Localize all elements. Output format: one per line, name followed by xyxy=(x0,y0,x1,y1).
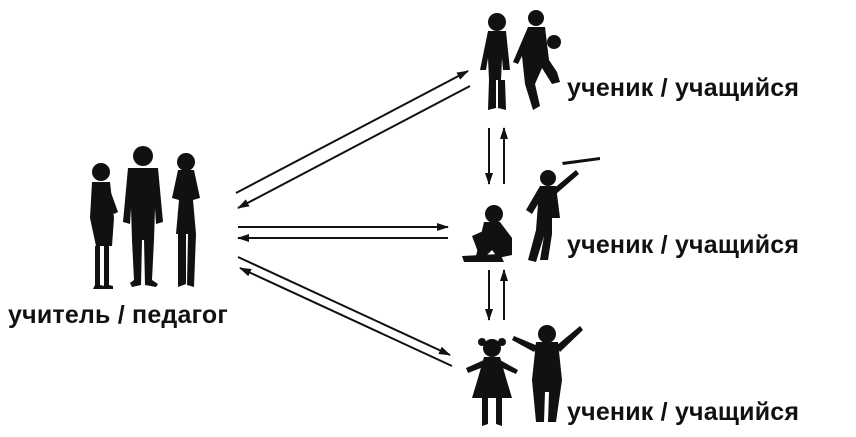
arrow-student1-student2 xyxy=(485,127,508,185)
kids-playing-football-silhouette-icon xyxy=(480,10,561,110)
teacher-group-silhouette-icon xyxy=(90,146,200,289)
teacher-label: учитель / педагог xyxy=(8,301,228,329)
arrow-student2-student3 xyxy=(485,269,508,321)
student-label-1: ученик / учащийся xyxy=(567,74,800,102)
student-label-3: ученик / учащийся xyxy=(567,398,800,426)
kids-jumping-silhouette-icon xyxy=(466,325,583,426)
kids-reading-and-throwing-silhouette-icon xyxy=(462,157,600,262)
student-label-2: ученик / учащийся xyxy=(567,231,800,259)
arrow-teacher-student1 xyxy=(235,70,471,209)
arrow-teacher-student3 xyxy=(237,256,453,367)
arrow-teacher-student2 xyxy=(237,223,449,242)
